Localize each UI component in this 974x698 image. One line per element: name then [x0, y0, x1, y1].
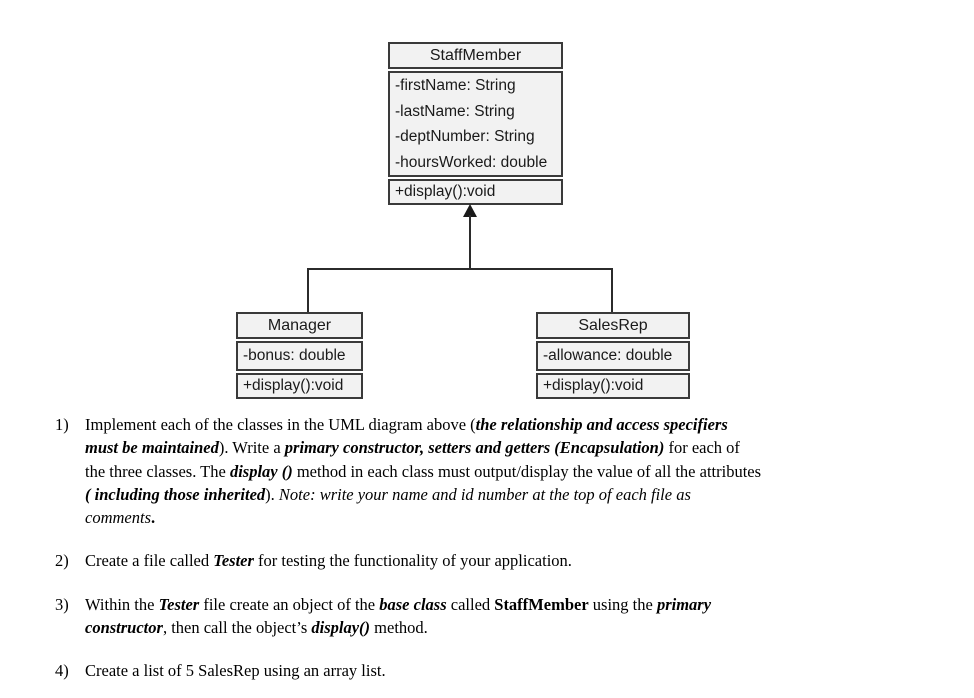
- item-text: Create a list of 5 SalesRep using an arr…: [85, 659, 935, 682]
- item-number: 3): [55, 594, 69, 614]
- text-run: method.: [370, 618, 428, 638]
- attribute-lastname: -lastName: String: [395, 102, 515, 120]
- instruction-item-2: 2) Create a file called Tester for testi…: [55, 549, 935, 572]
- manager-attributes: -bonus: double: [236, 341, 363, 371]
- inheritance-arrowhead-icon: [463, 204, 477, 217]
- salesrep-class-title: SalesRep: [536, 312, 690, 339]
- item-text: Create a file called Tester for testing …: [85, 549, 935, 572]
- text-run: primary constructor, setters and getters…: [284, 438, 665, 458]
- text-run: for each of the three classes. The: [85, 438, 740, 481]
- manager-methods: +display():void: [236, 372, 363, 399]
- text-run: Tester: [158, 594, 200, 614]
- uml-class-salesrep: SalesRep -allowance: double +display():v…: [536, 312, 690, 399]
- item-text: Within the Tester file create an object …: [85, 593, 935, 640]
- text-run: method in each class must output/display…: [296, 461, 762, 481]
- text-run: display(): [311, 618, 371, 638]
- salesrep-attributes: -allowance: double: [536, 341, 690, 371]
- text-run: for testing the functionality of your ap…: [253, 551, 572, 571]
- staffmember-class-title: StaffMember: [388, 42, 563, 69]
- text-run: ). Write a: [218, 438, 285, 458]
- item-number: 2): [55, 551, 69, 571]
- uml-class-manager: Manager -bonus: double +display():void: [236, 312, 363, 399]
- instruction-item-1: 1) Implement each of the classes in the …: [55, 413, 935, 529]
- item-number: 1): [55, 415, 69, 434]
- text-run: .: [150, 508, 156, 528]
- method-display: +display():void: [543, 376, 644, 394]
- staffmember-attributes: -firstName: String -lastName: String -de…: [388, 71, 563, 177]
- connector-stub-manager: [307, 268, 309, 313]
- connector-stub-salesrep: [611, 268, 613, 313]
- text-run: Implement each of the classes in the UML…: [85, 415, 476, 434]
- attribute-bonus: -bonus: double: [243, 347, 346, 364]
- text-run: StaffMember: [494, 594, 589, 614]
- method-display: +display():void: [243, 376, 344, 394]
- text-run: Create a list of 5 SalesRep using an arr…: [85, 661, 386, 681]
- text-run: using the: [588, 594, 657, 614]
- text-run: Note: write your name and id number at t…: [85, 484, 691, 528]
- inheritance-arrow-stem: [469, 215, 471, 270]
- text-run: ( including those inherited: [85, 484, 266, 504]
- text-run: , then call the object’s: [162, 618, 312, 638]
- attribute-firstname: -firstName: String: [395, 77, 516, 94]
- staffmember-methods: +display():void: [388, 179, 563, 205]
- text-run: Within the: [85, 594, 159, 614]
- uml-class-diagram: StaffMember -firstName: String -lastName…: [236, 42, 690, 399]
- text-run: file create an object of the: [199, 594, 380, 614]
- instructions-list: 1) Implement each of the classes in the …: [55, 413, 935, 698]
- text-run: Create a file called: [85, 551, 214, 571]
- text-run: Tester: [213, 551, 254, 571]
- text-run: display (): [229, 461, 293, 481]
- text-run: the relationship and access specifiers m…: [85, 415, 728, 458]
- manager-class-title: Manager: [236, 312, 363, 339]
- attribute-deptnumber: -deptNumber: String: [395, 128, 535, 145]
- item-number: 4): [55, 661, 69, 681]
- salesrep-methods: +display():void: [536, 372, 690, 399]
- method-display: +display():void: [395, 183, 496, 200]
- text-run: called: [446, 594, 495, 614]
- attribute-allowance: -allowance: double: [543, 347, 673, 364]
- text-run: primary constructor: [85, 594, 712, 638]
- connector-horizontal-line: [307, 268, 613, 270]
- attribute-hoursworked: -hoursWorked: double: [395, 153, 548, 171]
- text-run: base class: [379, 594, 447, 614]
- text-run: ).: [265, 484, 279, 504]
- item-text: Implement each of the classes in the UML…: [85, 413, 935, 529]
- uml-class-staffmember: StaffMember -firstName: String -lastName…: [388, 42, 563, 205]
- instruction-item-3: 3) Within the Tester file create an obje…: [55, 593, 935, 640]
- instruction-item-4: 4) Create a list of 5 SalesRep using an …: [55, 659, 935, 682]
